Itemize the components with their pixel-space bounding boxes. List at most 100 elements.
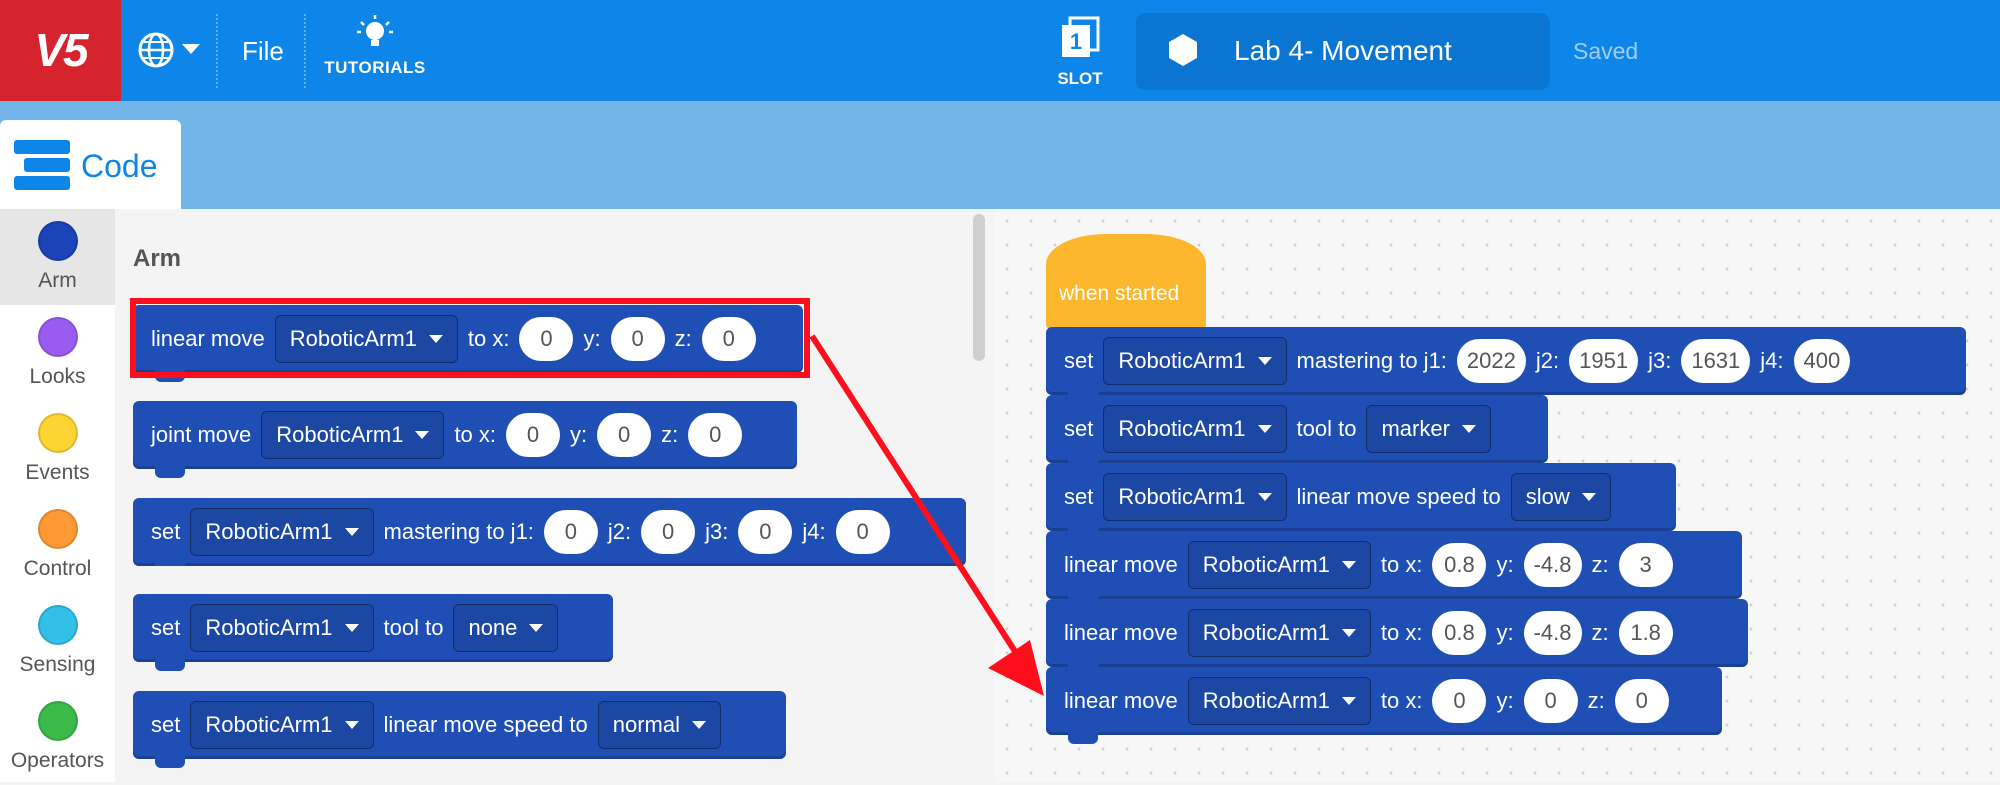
speed-dropdown[interactable]: normal xyxy=(597,701,721,749)
block-text: j2: xyxy=(1535,348,1560,373)
script-block-set-mastering[interactable]: set RoboticArm1 mastering to j1: 2022 j2… xyxy=(1046,327,1966,404)
speed-dropdown[interactable]: slow xyxy=(1510,473,1611,521)
caret-down-icon xyxy=(1257,493,1272,501)
device-dropdown[interactable]: RoboticArm1 xyxy=(1103,337,1287,385)
category-arm[interactable]: Arm xyxy=(0,209,115,305)
j3-input[interactable]: 0 xyxy=(738,510,793,554)
palette-block-set-tool[interactable]: set RoboticArm1 tool to none xyxy=(133,594,613,671)
device-dropdown[interactable]: RoboticArm1 xyxy=(1187,541,1371,589)
file-menu[interactable]: File xyxy=(242,36,284,66)
tutorials-button[interactable]: TUTORIALS xyxy=(322,14,428,78)
device-dropdown[interactable]: RoboticArm1 xyxy=(190,604,374,652)
tool-dropdown[interactable]: marker xyxy=(1366,405,1491,453)
divider xyxy=(304,14,306,88)
block-text: j4: xyxy=(1760,348,1784,373)
z-input[interactable]: 0 xyxy=(1614,679,1669,723)
script-block-set-speed[interactable]: set RoboticArm1 linear move speed to slo… xyxy=(1046,463,1676,540)
tool-dropdown[interactable]: none xyxy=(453,604,559,652)
vexcode-logo[interactable]: V5 xyxy=(0,0,121,101)
y-input[interactable]: -4.8 xyxy=(1523,611,1582,655)
slot-number: 1 xyxy=(1070,29,1082,54)
block-text: y: xyxy=(1496,552,1514,577)
block-text: linear move speed to xyxy=(1296,484,1501,509)
j2-input[interactable]: 1951 xyxy=(1569,339,1639,383)
category-sensing[interactable]: Sensing xyxy=(0,593,115,689)
category-operators[interactable]: Operators xyxy=(0,689,115,785)
category-label: Looks xyxy=(29,365,86,388)
x-input[interactable]: 0.8 xyxy=(1432,611,1487,655)
palette-block-set-speed[interactable]: set RoboticArm1 linear move speed to nor… xyxy=(133,691,786,768)
block-text: set xyxy=(1064,484,1094,509)
block-text: to x: xyxy=(467,326,510,351)
code-blocks-icon xyxy=(14,140,70,190)
j2-input[interactable]: 0 xyxy=(641,510,696,554)
z-input[interactable]: 0 xyxy=(688,413,743,457)
block-text: j4: xyxy=(802,519,826,544)
block-text: set xyxy=(1064,416,1094,441)
z-input[interactable]: 0 xyxy=(701,317,756,361)
slot-selector[interactable]: 1 SLOT xyxy=(1052,16,1108,89)
j1-input[interactable]: 0 xyxy=(543,510,598,554)
block-text: tool to xyxy=(1296,416,1357,441)
block-text: z: xyxy=(661,422,679,447)
script-block-linear-move[interactable]: linear move RoboticArm1 to x: 0 y: 0 z: … xyxy=(1046,667,1722,744)
x-input[interactable]: 0 xyxy=(519,317,574,361)
block-palette xyxy=(115,209,995,782)
category-label: Control xyxy=(23,557,92,580)
block-text: linear move xyxy=(1064,688,1178,713)
device-dropdown[interactable]: RoboticArm1 xyxy=(190,508,374,556)
script-block-linear-move[interactable]: linear move RoboticArm1 to x: 0.8 y: -4.… xyxy=(1046,531,1742,608)
device-dropdown[interactable]: RoboticArm1 xyxy=(1103,405,1287,453)
y-input[interactable]: 0 xyxy=(597,413,652,457)
device-dropdown[interactable]: RoboticArm1 xyxy=(1187,677,1371,725)
j4-input[interactable]: 0 xyxy=(835,510,890,554)
y-input[interactable]: 0 xyxy=(610,317,665,361)
y-input[interactable]: 0 xyxy=(1523,679,1578,723)
device-value: RoboticArm1 xyxy=(289,326,417,351)
palette-block-joint-move[interactable]: joint move RoboticArm1 to x: 0 y: 0 z: 0 xyxy=(133,401,797,478)
caret-down-icon xyxy=(344,721,359,729)
z-input[interactable]: 3 xyxy=(1618,543,1673,587)
x-input[interactable]: 0 xyxy=(506,413,561,457)
chevron-down-icon[interactable] xyxy=(182,44,200,54)
highlight-box xyxy=(130,298,810,378)
device-dropdown[interactable]: RoboticArm1 xyxy=(274,315,458,363)
palette-scrollbar[interactable] xyxy=(973,214,985,361)
looks-category-icon xyxy=(37,317,78,357)
globe-icon[interactable] xyxy=(136,30,176,70)
j4-input[interactable]: 400 xyxy=(1793,339,1851,383)
device-dropdown[interactable]: RoboticArm1 xyxy=(190,701,374,749)
x-input[interactable]: 0.8 xyxy=(1432,543,1487,587)
block-text: z: xyxy=(1591,620,1609,645)
z-input[interactable]: 1.8 xyxy=(1618,611,1673,655)
script-block-set-tool[interactable]: set RoboticArm1 tool to marker xyxy=(1046,395,1548,472)
block-text: z: xyxy=(1587,688,1605,713)
script-block-linear-move[interactable]: linear move RoboticArm1 to x: 0.8 y: -4.… xyxy=(1046,599,1748,676)
block-text: joint move xyxy=(151,422,252,447)
device-dropdown[interactable]: RoboticArm1 xyxy=(1187,609,1371,657)
palette-block-set-mastering[interactable]: set RoboticArm1 mastering to j1: 0 j2: 0… xyxy=(133,498,966,566)
caret-down-icon xyxy=(692,721,706,729)
y-input[interactable]: -4.8 xyxy=(1523,543,1582,587)
block-text: to x: xyxy=(1380,688,1423,713)
device-dropdown[interactable]: RoboticArm1 xyxy=(1103,473,1287,521)
x-input[interactable]: 0 xyxy=(1432,679,1487,723)
block-text: set xyxy=(1064,348,1094,373)
device-dropdown[interactable]: RoboticArm1 xyxy=(261,411,445,459)
when-started-block[interactable]: when started xyxy=(1046,234,1206,330)
device-value: RoboticArm1 xyxy=(1118,484,1246,509)
j3-input[interactable]: 1631 xyxy=(1681,339,1751,383)
palette-block-linear-move[interactable]: linear move RoboticArm1 to x: 0 y: 0 z: … xyxy=(133,305,803,382)
tab-code[interactable]: Code xyxy=(0,120,181,209)
j1-input[interactable]: 2022 xyxy=(1456,339,1526,383)
divider xyxy=(216,14,218,88)
speed-value: normal xyxy=(612,712,680,737)
block-text: j3: xyxy=(705,519,729,544)
category-looks[interactable]: Looks xyxy=(0,305,115,401)
block-text: j2: xyxy=(607,519,632,544)
project-name-box[interactable]: Lab 4- Movement xyxy=(1136,13,1550,90)
block-text: y: xyxy=(1496,620,1514,645)
category-events[interactable]: Events xyxy=(0,401,115,497)
category-control[interactable]: Control xyxy=(0,497,115,593)
